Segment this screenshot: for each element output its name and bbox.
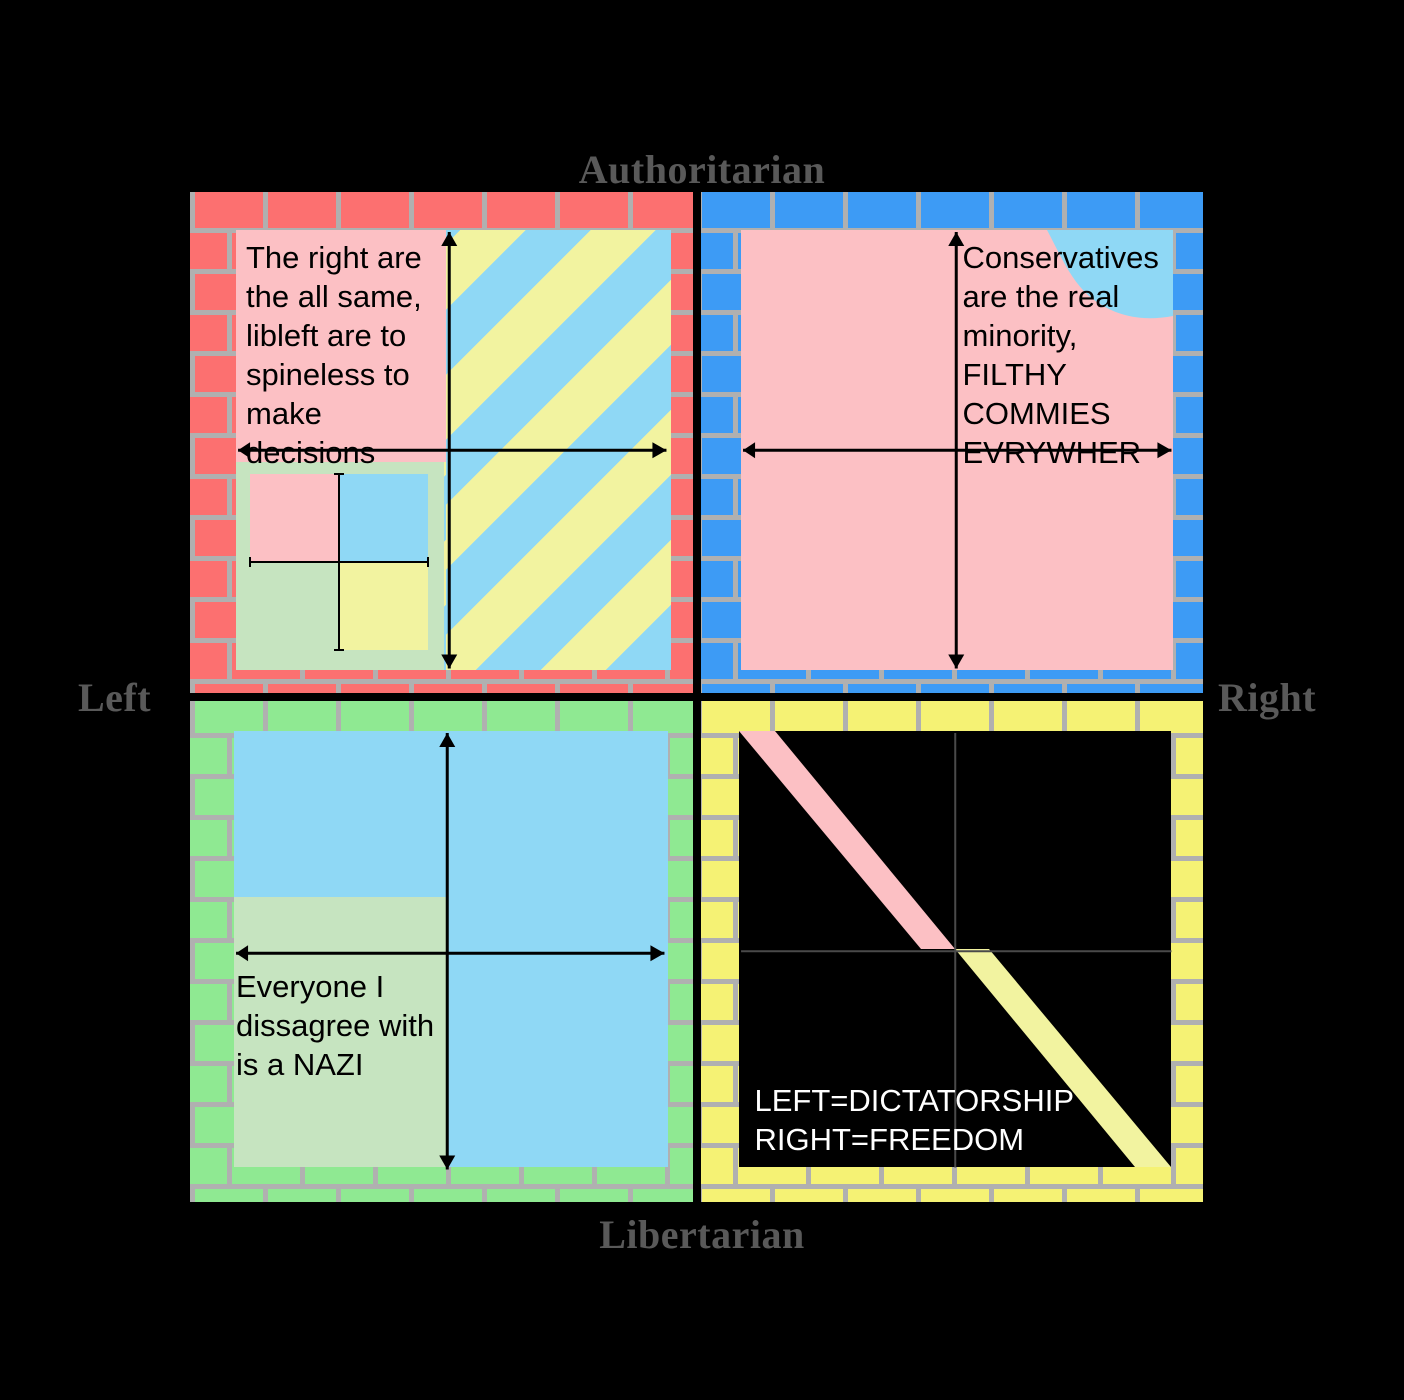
nested-quadrant-libright (339, 562, 428, 650)
authleft-nested-compass (236, 462, 444, 670)
libright-diagonal-stripe (738, 731, 1171, 1167)
authleft-stripe-fill (446, 230, 671, 670)
authleft-caption: The right are the all same, libleft are … (246, 240, 422, 471)
libleft-caption: Everyone I dissagree with is a NAZI (236, 969, 435, 1083)
authright-blue-patch (1046, 230, 1173, 319)
libright-caption: LEFT=DICTATORSHIP RIGHT=FREEDOM (754, 1083, 1075, 1158)
authleft-pink-fill (236, 230, 446, 462)
nested-quadrant-libleft (250, 562, 339, 650)
libleft-green-fill (234, 897, 446, 1167)
axis-label-authoritarian: Authoritarian (578, 147, 826, 192)
axis-label-right: Right (1218, 675, 1317, 720)
nested-quadrant-authleft (250, 474, 339, 562)
authright-caption: Conservatives are the real minority, FIL… (962, 240, 1159, 471)
quadrant-authleft: The right are the all same, libleft are … (190, 192, 697, 697)
libleft-inner-panel (234, 731, 668, 1167)
quadrant-authright: Conservatives are the real minority, FIL… (696, 192, 1203, 697)
axis-label-left: Left (78, 675, 152, 720)
quadrant-libleft: Everyone I dissagree with is a NAZI (190, 697, 697, 1202)
quadrant-divider-horizontal (190, 693, 1203, 701)
quadrant-libright: LEFT=DICTATORSHIP RIGHT=FREEDOM (696, 697, 1203, 1202)
compass-grid: The right are the all same, libleft are … (190, 192, 1203, 1202)
axis-label-libertarian: Libertarian (599, 1212, 805, 1257)
nested-quadrant-authright (339, 474, 428, 562)
